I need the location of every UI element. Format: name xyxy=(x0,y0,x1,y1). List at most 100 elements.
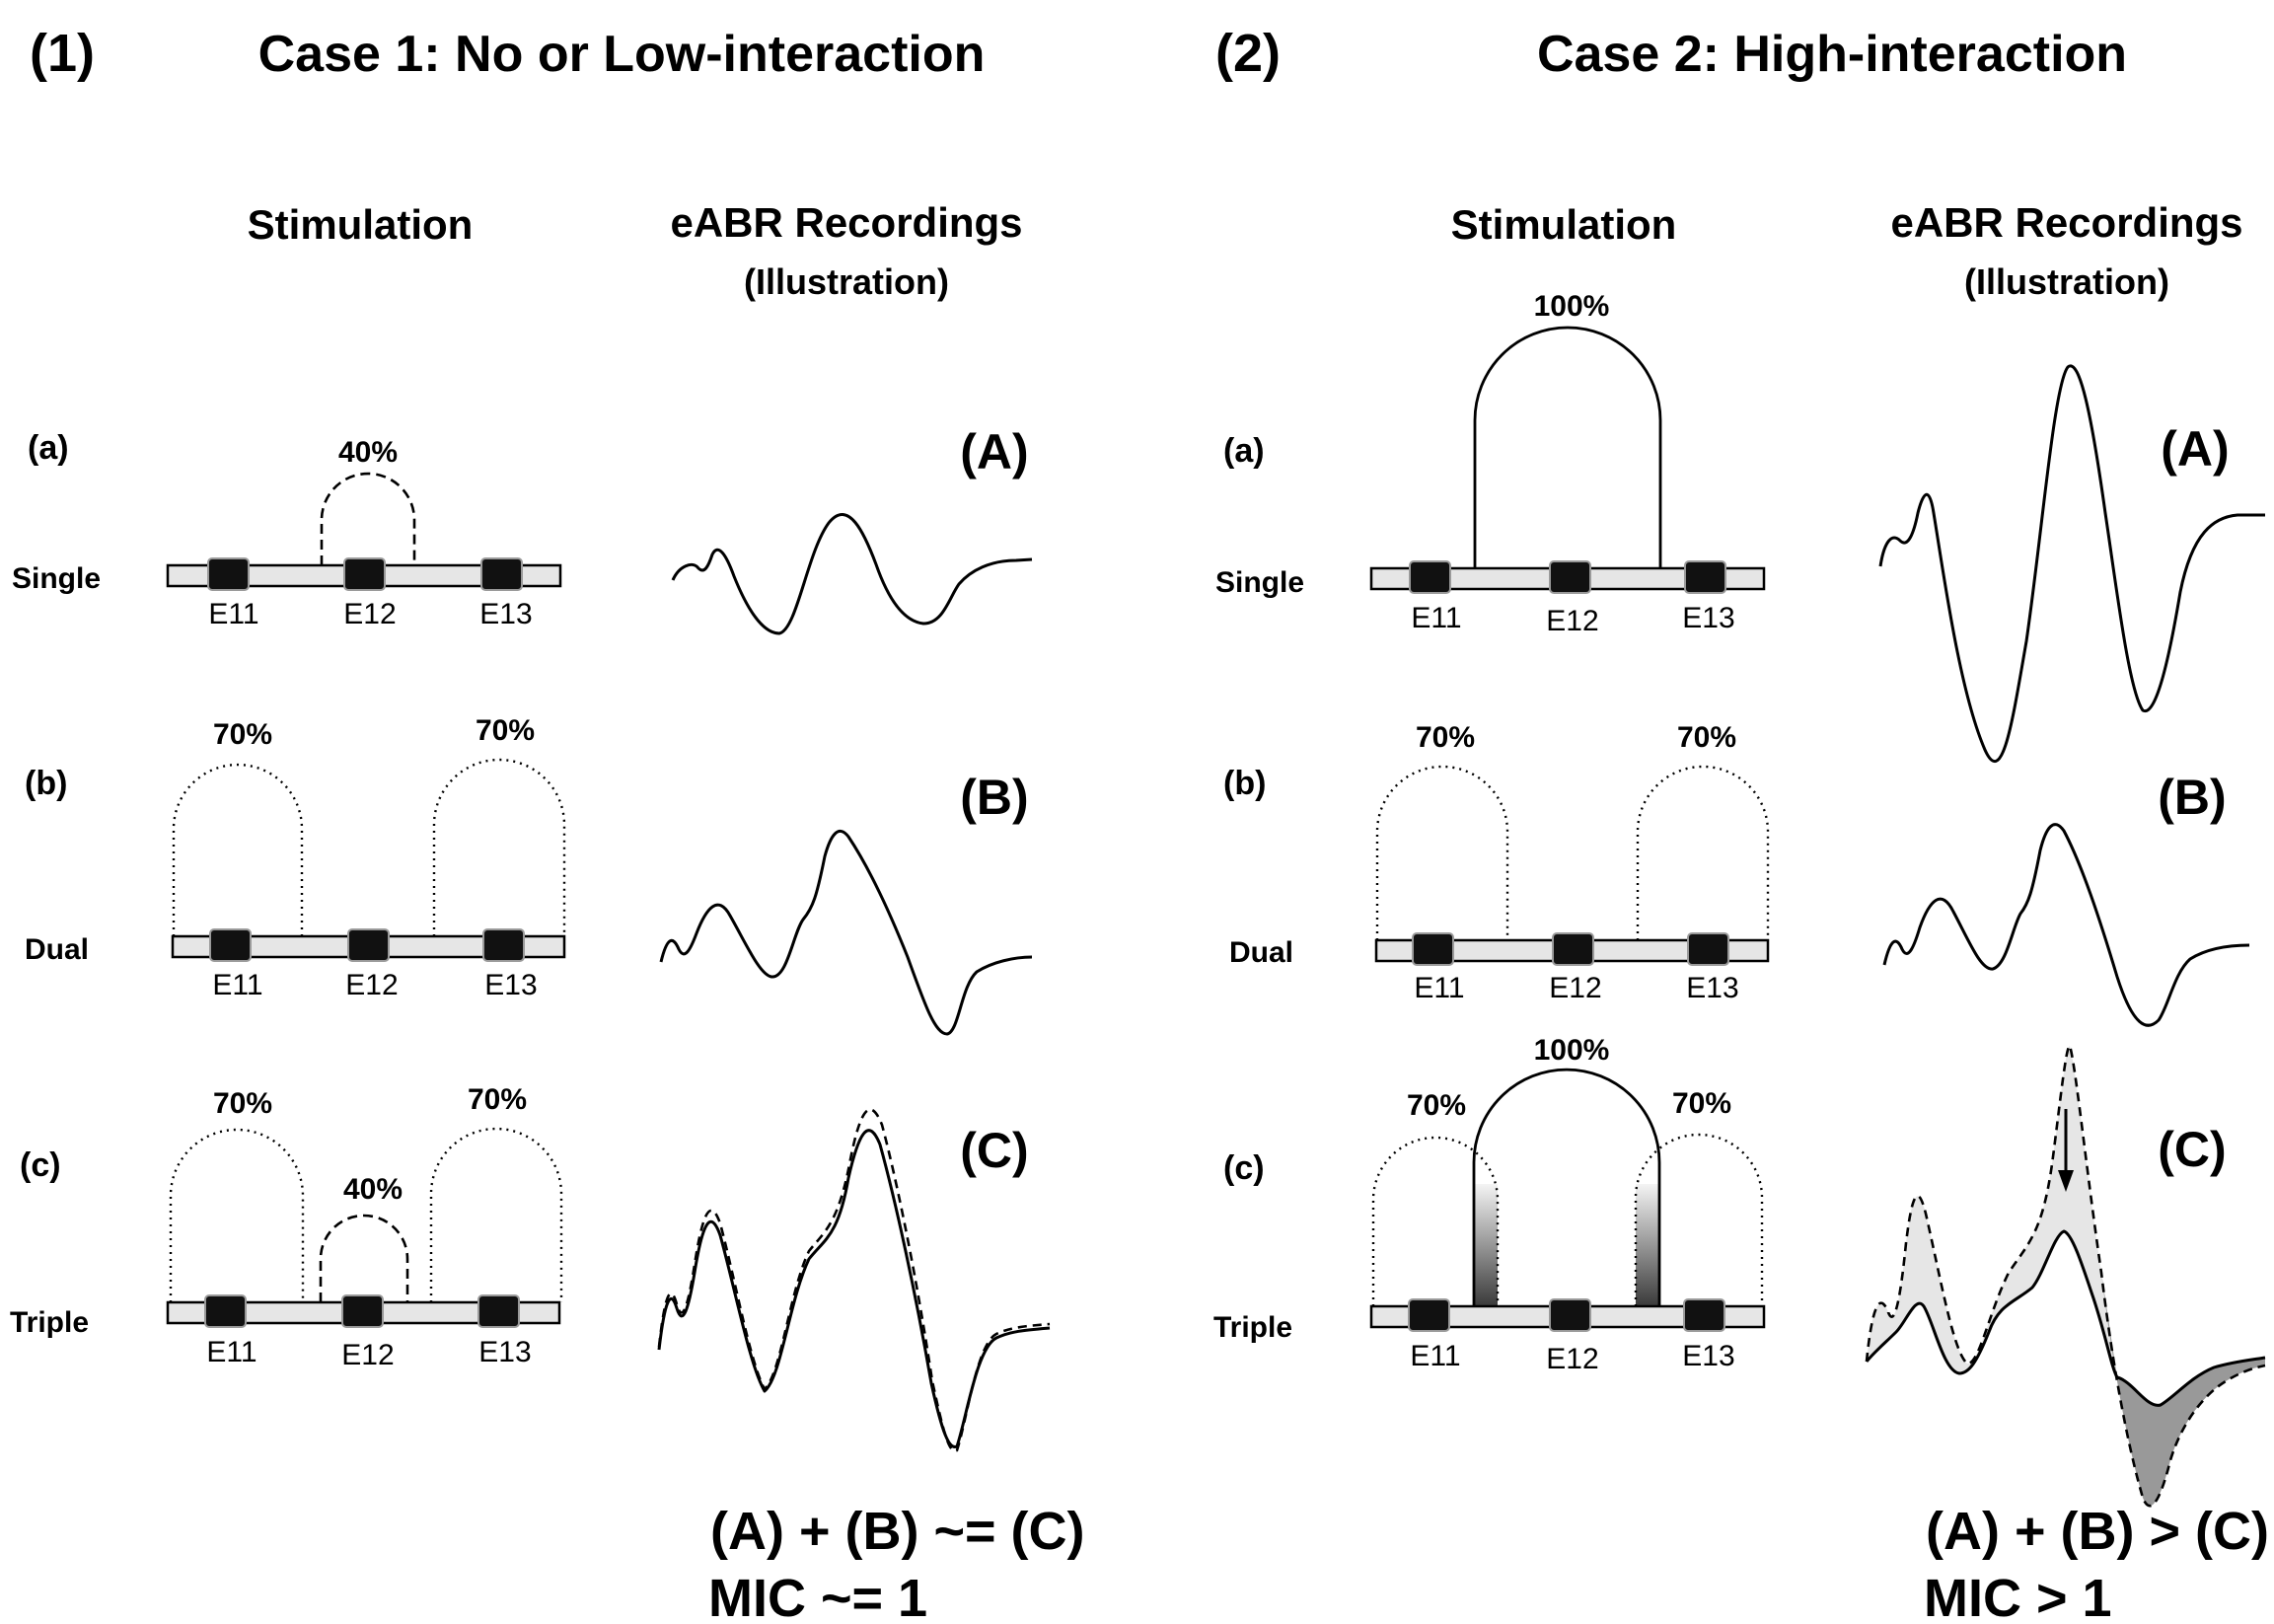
electrode-e13 xyxy=(477,1294,520,1328)
electrode-label-e12: E12 xyxy=(1546,1343,1598,1375)
stim-arc-right xyxy=(429,1127,563,1302)
recording-waveform-solid xyxy=(657,1129,1051,1448)
stim-label: 70% xyxy=(213,1087,272,1120)
panel-1-stim-header: Stimulation xyxy=(248,201,474,248)
stim-arc-center xyxy=(1473,326,1662,568)
electrode-e11 xyxy=(209,928,252,962)
row-mode: Dual xyxy=(1229,936,1293,969)
recording-letter: (C) xyxy=(2158,1122,2226,1177)
electrode-label-e12: E12 xyxy=(343,598,396,630)
electrode-e13 xyxy=(480,557,523,591)
stim-label: 70% xyxy=(468,1083,527,1116)
electrode-e12 xyxy=(341,1294,384,1328)
electrode-e12 xyxy=(1552,932,1594,966)
panel-1-mic: MIC ~= 1 xyxy=(708,1569,927,1624)
arrow-head-icon xyxy=(2058,1170,2074,1192)
electrode-e11 xyxy=(1409,560,1451,594)
waveform-difference-dark xyxy=(2101,1273,2265,1507)
electrode-label-e12: E12 xyxy=(341,1339,394,1371)
electrode-e11 xyxy=(1412,932,1454,966)
row-mode: Dual xyxy=(25,933,89,966)
row-id: (a) xyxy=(1223,432,1265,470)
stim-arc-right xyxy=(1634,1133,1764,1306)
stim-arc-left xyxy=(172,763,304,936)
electrode-e12 xyxy=(347,928,390,962)
electrode-label-e11: E11 xyxy=(212,969,262,1001)
waveform-difference-light xyxy=(1867,1046,2117,1377)
panel-1-number: (1) xyxy=(30,24,95,83)
panel-2: (2) Case 2: High-interaction Stimulation… xyxy=(1213,24,2269,1624)
electrode-e11 xyxy=(204,1294,247,1328)
row-mode: Single xyxy=(1215,566,1304,599)
electrode-label-e11: E11 xyxy=(1411,602,1461,634)
recording-waveform xyxy=(1878,364,2265,764)
recording-waveform xyxy=(1882,823,2250,1027)
panel-1-rec-subheader: (Illustration) xyxy=(744,261,949,302)
electrode-label-e12: E12 xyxy=(1546,605,1598,637)
panel-2-row-a: (a) Single 100% E11 E12 E13 (A) xyxy=(1215,290,2265,764)
stim-arc-center xyxy=(320,472,416,565)
row-mode: Triple xyxy=(1213,1311,1292,1344)
stim-label: 70% xyxy=(1407,1089,1466,1122)
stim-arc-center xyxy=(319,1214,409,1302)
electrode-e13 xyxy=(1683,1298,1725,1332)
row-mode: Single xyxy=(12,562,101,595)
row-id: (a) xyxy=(28,429,69,467)
recording-waveform xyxy=(671,513,1033,635)
electrode-label-e11: E11 xyxy=(1414,972,1464,1004)
stim-arc-left xyxy=(1375,765,1509,940)
recording-letter: (A) xyxy=(960,424,1028,480)
electrode-e13 xyxy=(482,928,525,962)
row-id: (c) xyxy=(1223,1149,1265,1187)
recording-letter: (B) xyxy=(960,770,1028,825)
panel-2-number: (2) xyxy=(1215,24,1281,83)
electrode-label-e13: E13 xyxy=(1682,602,1734,634)
electrode-e12 xyxy=(1549,1298,1591,1332)
stim-label: 40% xyxy=(338,436,398,469)
electrode-e12 xyxy=(1549,560,1591,594)
recording-letter: (B) xyxy=(2158,770,2226,825)
stim-label: 70% xyxy=(1672,1087,1731,1120)
electrode-label-e13: E13 xyxy=(1682,1340,1734,1372)
stim-label: 40% xyxy=(343,1173,403,1206)
panel-2-mic: MIC > 1 xyxy=(1924,1569,2112,1624)
panel-2-row-b: (b) Dual 70% 70% E11 E12 E13 (B) xyxy=(1223,721,2250,1027)
panel-2-equation: (A) + (B) > (C) xyxy=(1926,1502,2269,1561)
row-id: (c) xyxy=(20,1146,61,1184)
panel-1-row-c: (c) Triple 70% 40% 70% E11 E12 E13 (C) (… xyxy=(10,1083,1085,1624)
panel-2-rec-header: eABR Recordings xyxy=(1890,199,2242,246)
recording-waveform-dashed xyxy=(657,1108,1051,1452)
stim-label: 100% xyxy=(1534,290,1610,323)
electrode-label-e13: E13 xyxy=(1686,972,1738,1004)
electrode-label-e13: E13 xyxy=(484,969,537,1001)
stim-arc-right xyxy=(1636,765,1770,940)
row-id: (b) xyxy=(25,765,67,802)
electrode-label-e13: E13 xyxy=(478,1336,531,1368)
row-id: (b) xyxy=(1223,765,1266,802)
recording-letter: (C) xyxy=(960,1123,1028,1178)
stim-arc-center xyxy=(1472,1068,1661,1306)
electrode-e11 xyxy=(207,557,250,591)
electrode-label-e12: E12 xyxy=(1549,972,1601,1004)
stim-label: 100% xyxy=(1534,1034,1610,1067)
recording-waveform xyxy=(659,830,1033,1036)
electrode-e13 xyxy=(1687,932,1729,966)
electrode-e12 xyxy=(343,557,386,591)
row-mode: Triple xyxy=(10,1306,89,1339)
panel-1-equation: (A) + (B) ~= (C) xyxy=(710,1502,1085,1561)
panel-2-row-c: (c) Triple 70% 100% 70% E11 E12 E13 (C) … xyxy=(1213,1034,2269,1624)
stim-arc-left xyxy=(1371,1136,1500,1306)
stim-label: 70% xyxy=(1677,721,1736,754)
stim-label: 70% xyxy=(476,714,535,747)
stim-label: 70% xyxy=(213,718,272,751)
recording-letter: (A) xyxy=(2161,421,2229,477)
overlap-shade-left xyxy=(1474,1184,1498,1306)
panel-2-rec-subheader: (Illustration) xyxy=(1964,261,2169,302)
stim-label: 70% xyxy=(1416,721,1475,754)
electrode-label-e11: E11 xyxy=(208,598,258,630)
recording-waveform-solid xyxy=(1865,1229,2266,1407)
panel-1-row-a: (a) Single 40% E11 E12 E13 (A) xyxy=(12,424,1033,635)
panel-2-stim-header: Stimulation xyxy=(1451,201,1677,248)
electrode-e11 xyxy=(1408,1298,1450,1332)
